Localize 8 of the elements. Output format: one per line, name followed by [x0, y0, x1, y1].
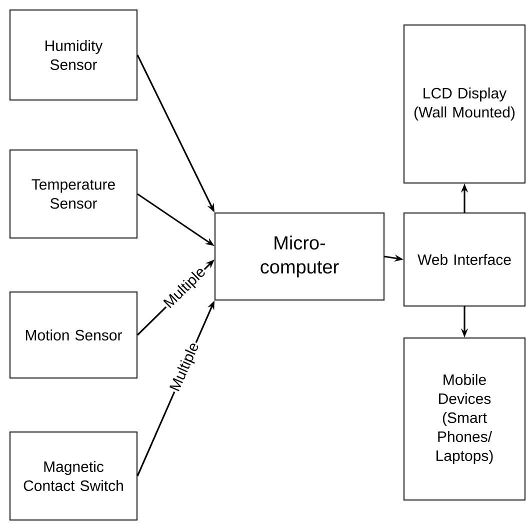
box: Temperature Sensor — [10, 150, 138, 238]
box: Micro- computer — [214, 212, 384, 300]
box: Humidity Sensor — [10, 10, 138, 100]
box: Magnetic Contact Switch — [10, 432, 138, 520]
box: Web Interface — [404, 212, 526, 306]
box: Motion Sensor — [10, 292, 138, 378]
box: LCD Display (Wall Mounted) — [404, 24, 526, 184]
box: Mobile Devices (Smart Phones/ Laptops) — [404, 338, 526, 500]
